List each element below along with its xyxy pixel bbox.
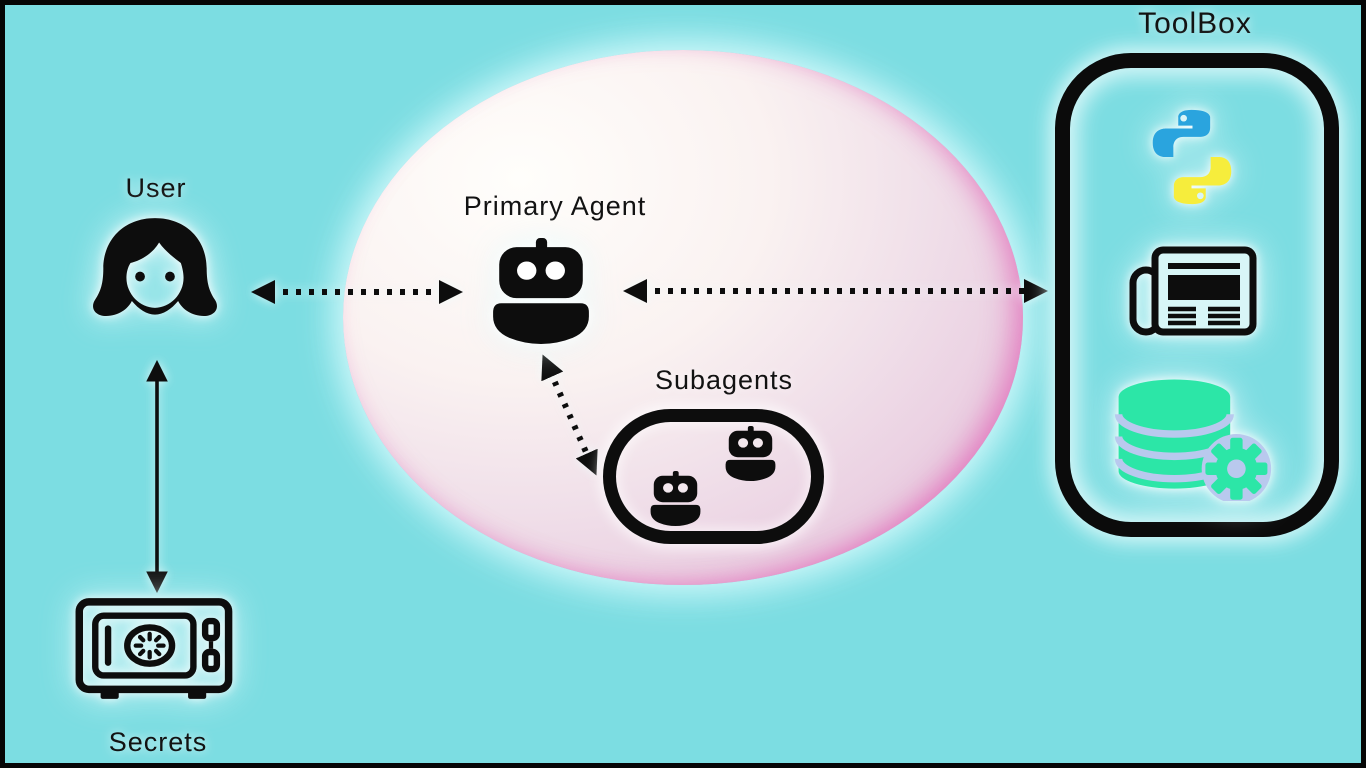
left-eye xyxy=(135,271,145,282)
dial-spokes xyxy=(133,631,166,660)
safe-icon xyxy=(75,597,235,707)
user-label: User xyxy=(125,173,187,203)
secrets-label: Secrets xyxy=(108,727,208,757)
woman-user-icon xyxy=(87,207,223,357)
subagent-robot-icon xyxy=(649,470,702,527)
python-icon xyxy=(1127,103,1257,211)
database-gear-icon xyxy=(1109,377,1277,501)
gear xyxy=(1205,437,1268,500)
newspaper-icon xyxy=(1121,243,1261,345)
subagents-group-box xyxy=(603,409,824,544)
subagent-robot-icon xyxy=(724,425,777,482)
toolbox-container xyxy=(1055,53,1339,537)
primary-agent-label: Primary Agent xyxy=(463,191,647,221)
right-eye xyxy=(165,271,175,282)
toolbox-label: ToolBox xyxy=(1138,7,1252,40)
primary-agent-robot-icon xyxy=(488,238,594,344)
subagents-label: Subagents xyxy=(654,365,794,395)
